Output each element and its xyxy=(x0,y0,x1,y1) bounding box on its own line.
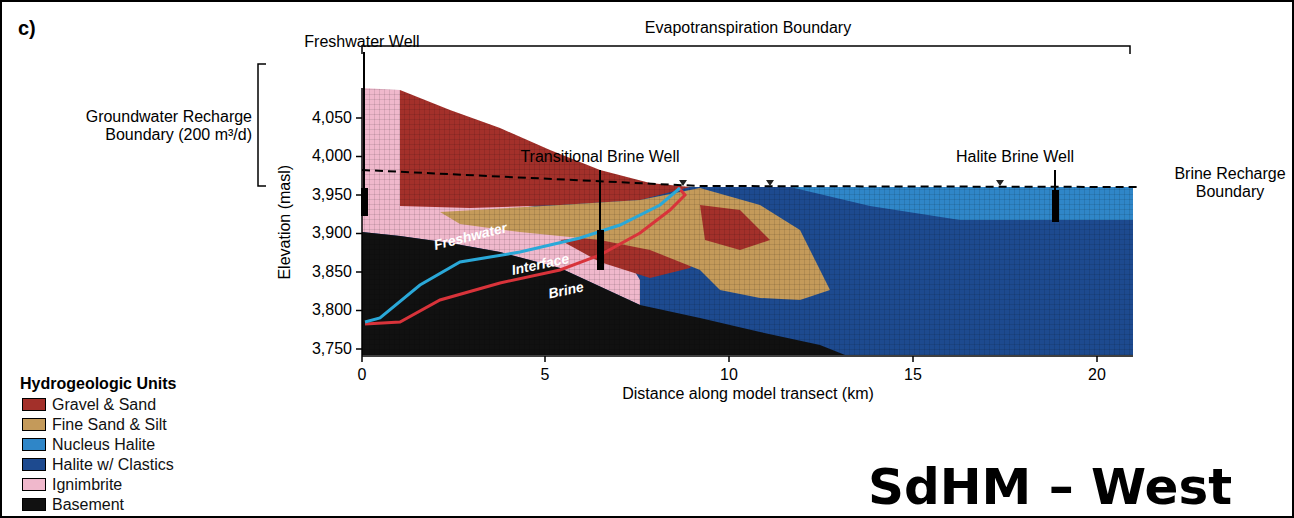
legend-swatch xyxy=(22,438,46,451)
well-screen xyxy=(597,230,604,270)
x-tick-label: 15 xyxy=(904,366,922,384)
well-screen xyxy=(1052,190,1059,222)
x-tick xyxy=(1096,356,1098,362)
legend-label: Fine Sand & Silt xyxy=(52,416,167,434)
y-tick-label: 3,750 xyxy=(312,340,352,358)
y-tick xyxy=(356,156,362,158)
y-tick xyxy=(356,271,362,273)
y-tick-label: 4,000 xyxy=(312,147,352,165)
y-tick-label: 3,900 xyxy=(312,224,352,242)
legend-swatch xyxy=(22,398,46,411)
x-tick xyxy=(728,356,730,362)
legend-swatch xyxy=(22,478,46,491)
x-tick-label: 20 xyxy=(1088,366,1106,384)
x-tick-label: 5 xyxy=(541,366,550,384)
x-axis xyxy=(362,355,1133,357)
x-tick xyxy=(912,356,914,362)
legend-swatch xyxy=(22,498,46,511)
annotations xyxy=(258,46,1140,362)
legend-title: Hydrogeologic Units xyxy=(20,375,176,393)
legend-label: Halite w/ Clastics xyxy=(52,456,174,474)
x-tick-label: 0 xyxy=(358,366,367,384)
well-label: Freshwater Well xyxy=(304,33,419,51)
boundary-label: Brine Recharge Boundary xyxy=(1165,165,1294,202)
well-casing xyxy=(363,52,365,190)
freshwater-interface-line xyxy=(365,188,680,322)
well-casing xyxy=(599,170,601,230)
legend-label: Nucleus Halite xyxy=(52,436,155,454)
y-tick xyxy=(356,233,362,235)
axis-title: Distance along model transect (km) xyxy=(622,385,874,403)
boundary-label: Evapotranspiration Boundary xyxy=(645,19,851,37)
well-label: Halite Brine Well xyxy=(956,148,1074,166)
legend-label: Gravel & Sand xyxy=(52,396,156,414)
boundary-label: Groundwater Recharge Boundary (200 m³/d) xyxy=(74,108,252,145)
legend-swatch xyxy=(22,418,46,431)
panel-letter: c) xyxy=(18,17,36,40)
legend-label: Ignimbrite xyxy=(52,476,122,494)
y-tick-label: 4,050 xyxy=(312,109,352,127)
x-tick xyxy=(544,356,546,362)
water-table-marker xyxy=(996,180,1004,186)
recharge-bracket xyxy=(258,64,266,186)
legend-label: Basement xyxy=(52,496,124,514)
water-table-marker xyxy=(679,180,687,186)
y-tick-label: 3,850 xyxy=(312,263,352,281)
brine-interface-line xyxy=(365,187,685,324)
y-tick-label: 3,800 xyxy=(312,301,352,319)
y-tick xyxy=(356,348,362,350)
watermark-title: SdHM – West xyxy=(868,459,1232,517)
model-mesh xyxy=(362,88,1133,355)
axis-title: Elevation (masl) xyxy=(276,165,294,280)
evapotranspiration-bracket xyxy=(362,46,1130,54)
y-tick-label: 3,950 xyxy=(312,186,352,204)
well-label: Transitional Brine Well xyxy=(520,148,679,166)
x-tick xyxy=(361,356,363,362)
well-screen xyxy=(361,188,368,216)
legend-swatch xyxy=(22,458,46,471)
water-table-line xyxy=(362,170,1140,187)
x-tick-label: 10 xyxy=(720,366,738,384)
y-axis xyxy=(361,88,363,356)
geology xyxy=(362,88,1133,355)
y-tick xyxy=(356,310,362,312)
water-table-marker xyxy=(766,180,774,186)
y-tick xyxy=(356,117,362,119)
well-casing xyxy=(1054,170,1056,190)
